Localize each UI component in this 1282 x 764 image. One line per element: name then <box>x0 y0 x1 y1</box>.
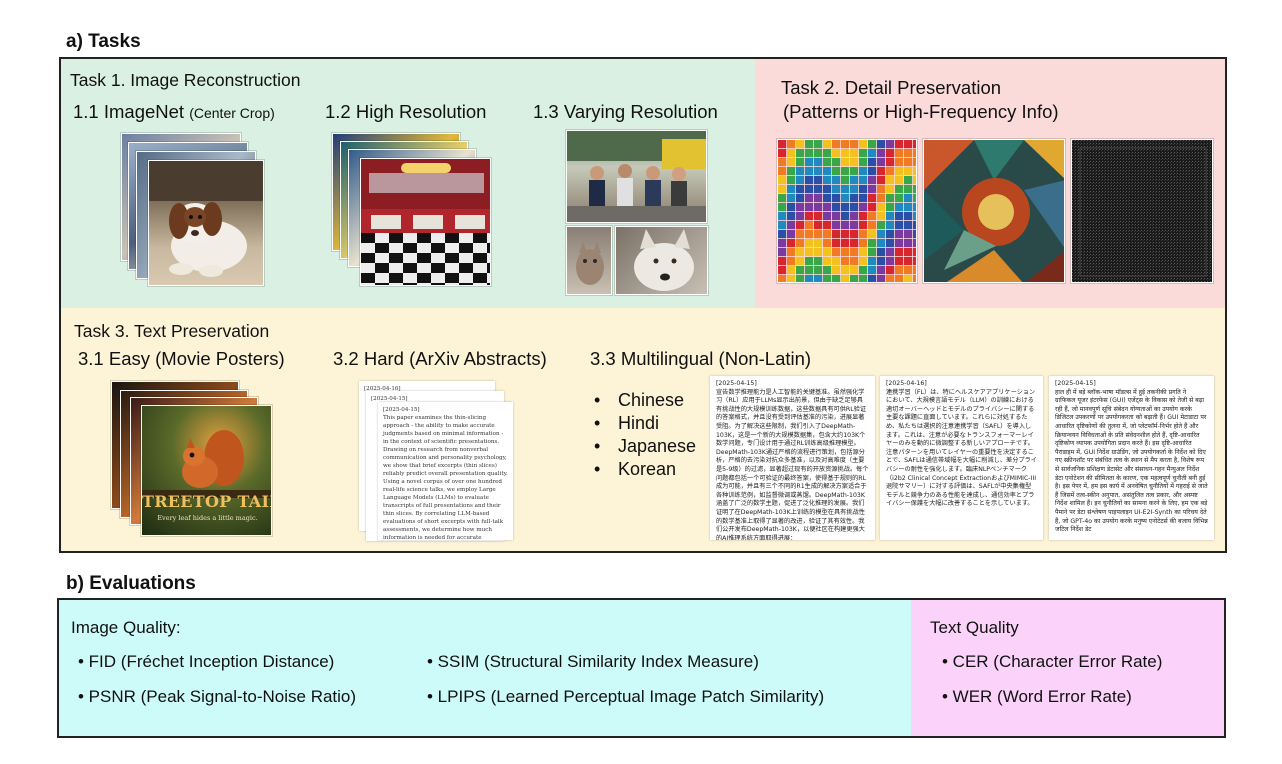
metric-lpips: • LPIPS (Learned Perceptual Image Patch … <box>427 687 825 706</box>
checker-floor <box>361 233 490 285</box>
dog-illustration <box>149 161 263 277</box>
noise-pattern <box>1072 140 1212 282</box>
text-quality-title: Text Quality <box>930 618 1019 637</box>
arxiv-date: [2025-04-16] <box>364 386 401 392</box>
poster-tagline: Every leaf hides a little magic. <box>157 514 258 522</box>
chinese-abstract-page: [2025-04-15] 宣告数学推理能力是人工智能的关键基准。虽然强化学习（R… <box>710 376 875 540</box>
chinese-abstract-text: 宣告数学推理能力是人工智能的关键基准。虽然强化学习（RL）应用于LLMs显示出前… <box>716 388 869 540</box>
japanese-abstract-page: [2025-04-16] 連携学習（FL）は、特にヘルスケアアプリケーションにお… <box>880 376 1043 540</box>
squirrel-illustration <box>142 430 271 498</box>
wolf-photo <box>615 226 708 295</box>
hindi-date: [2025-04-15] <box>1055 380 1096 387</box>
task1-sub2: 1.2 High Resolution <box>325 101 487 122</box>
hindi-abstract-text: हाल ही में बड़े ब्लॉक-भाषा मॉडल्स में हु… <box>1055 388 1208 534</box>
metric-cer: • CER (Character Error Rate) <box>942 652 1163 671</box>
diner-illustration <box>361 159 490 285</box>
task3-sub2: 3.2 Hard (ArXiv Abstracts) <box>333 348 547 369</box>
task1-sub3: 1.3 Varying Resolution <box>533 101 718 122</box>
geometric-pattern <box>924 140 1064 282</box>
language-item: Chinese <box>594 390 696 413</box>
task2-title-line2: (Patterns or High-Frequency Info) <box>783 101 1059 122</box>
task1-title: Task 1. Image Reconstruction <box>70 70 301 90</box>
task3-sub3: 3.3 Multilingual (Non-Latin) <box>590 348 812 369</box>
image-quality-panel <box>59 600 911 736</box>
japanese-abstract-text: 連携学習（FL）は、特にヘルスケアアプリケーションにおいて、大規模言語モデル（L… <box>886 388 1037 508</box>
cat-illustration <box>576 241 604 285</box>
tasks-frame <box>59 57 1227 553</box>
task1-sub1-note: (Center Crop) <box>189 105 275 121</box>
diner-photo <box>360 158 491 286</box>
evaluations-frame <box>57 598 1226 738</box>
mosaic-pattern-image <box>777 139 917 283</box>
arxiv-abstract-text: This paper examines the thin-slicing app… <box>383 415 508 540</box>
arxiv-date: [2025-04-15] <box>371 396 408 402</box>
evaluations-section-title: b) Evaluations <box>66 573 196 594</box>
language-list: Chinese Hindi Japanese Korean <box>594 390 696 482</box>
language-item: Korean <box>594 459 696 482</box>
task2-title-line1: Task 2. Detail Preservation <box>781 77 1002 98</box>
high-frequency-noise-image <box>1071 139 1213 283</box>
runners-photo <box>566 130 707 223</box>
metric-ssim: • SSIM (Structural Similarity Index Meas… <box>427 652 759 671</box>
cat-photo <box>566 226 612 295</box>
runners-illustration <box>567 131 706 222</box>
metric-fid: • FID (Fréchet Inception Distance) <box>78 652 335 671</box>
task3-sub1: 3.1 Easy (Movie Posters) <box>78 348 285 369</box>
wolf-illustration <box>634 229 694 291</box>
poster-title: TREETOP TAILS <box>142 492 271 511</box>
language-item: Japanese <box>594 436 696 459</box>
treetop-tails-poster: TREETOP TAILS Every leaf hides a little … <box>141 405 272 536</box>
task1-sub1-main: 1.1 ImageNet <box>73 101 190 122</box>
language-item: Hindi <box>594 413 696 436</box>
image-quality-title: Image Quality: <box>71 618 181 637</box>
metric-psnr: • PSNR (Peak Signal-to-Noise Ratio) <box>78 687 357 706</box>
metric-wer: • WER (Word Error Rate) <box>942 687 1132 706</box>
dog-photo <box>148 160 264 286</box>
mosaic-pattern <box>778 140 916 282</box>
geometric-pattern-image <box>923 139 1065 283</box>
text-quality-panel <box>911 600 1224 736</box>
task3-title: Task 3. Text Preservation <box>74 321 270 341</box>
japanese-date: [2025-04-16] <box>886 380 927 387</box>
hindi-abstract-page: [2025-04-15] हाल ही में बड़े ब्लॉक-भाषा … <box>1049 376 1214 540</box>
chinese-date: [2025-04-15] <box>716 380 757 387</box>
tasks-section-title: a) Tasks <box>66 31 141 52</box>
arxiv-abstract-page: [2025-04-15] This paper examines the thi… <box>378 402 513 540</box>
task1-sub1: 1.1 ImageNet (Center Crop) <box>73 101 275 123</box>
arxiv-date: [2025-04-15] <box>383 407 420 413</box>
